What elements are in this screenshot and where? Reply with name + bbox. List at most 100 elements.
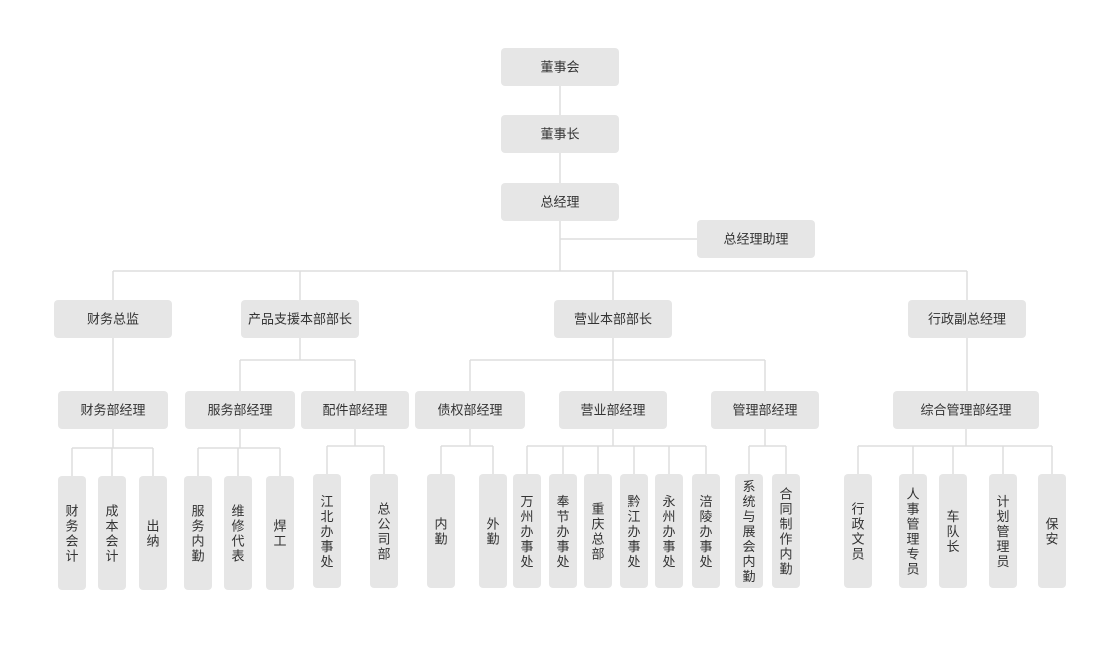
node-parts-manager: 配件部经理 <box>301 391 409 429</box>
node-label: 董事会 <box>540 61 579 76</box>
node-label: 内勤 <box>434 517 447 548</box>
node-box <box>1038 474 1066 588</box>
node-external-staff: 外勤 <box>479 474 507 588</box>
node-label: 综合管理部经理 <box>920 404 1011 419</box>
node-box <box>584 474 612 588</box>
node-finance-director: 财务总监 <box>54 300 172 338</box>
node-product-support-head: 产品支援本部部长 <box>241 300 359 338</box>
node-box <box>54 300 172 338</box>
node-label: 计划管理员 <box>996 495 1009 570</box>
node-label: 债权部经理 <box>437 403 502 419</box>
node-gm: 总经理 <box>501 183 619 221</box>
node-finance-accounting: 财务会计 <box>58 476 86 590</box>
node-box <box>370 474 398 588</box>
node-label: 董事长 <box>540 128 579 143</box>
node-box <box>501 48 619 86</box>
node-box <box>735 474 763 588</box>
node-box <box>427 474 455 588</box>
node-box <box>58 476 86 590</box>
node-label: 焊工 <box>273 519 286 550</box>
node-box <box>844 474 872 588</box>
node-box <box>989 474 1017 588</box>
node-admin-vgm: 行政副总经理 <box>908 300 1026 338</box>
node-label: 配件部经理 <box>322 404 387 419</box>
node-head-company-dept: 总公司部 <box>370 474 398 588</box>
node-box <box>479 474 507 588</box>
node-box <box>772 474 800 588</box>
node-box <box>711 391 819 429</box>
node-finance-manager: 财务部经理 <box>58 391 168 429</box>
node-box <box>58 391 168 429</box>
node-label: 财务总监 <box>87 312 139 328</box>
node-box <box>559 391 667 429</box>
node-admin-clerk: 行政文员 <box>844 474 872 588</box>
node-box <box>899 474 927 588</box>
node-box <box>620 474 648 588</box>
node-sales-manager: 营业部经理 <box>559 391 667 429</box>
node-label: 永州办事处 <box>662 495 675 570</box>
node-label: 万州办事处 <box>520 495 533 570</box>
node-security: 保安 <box>1038 474 1066 588</box>
node-gm-assistant: 总经理助理 <box>697 220 815 258</box>
node-management-manager: 管理部经理 <box>711 391 819 429</box>
node-internal-staff: 内勤 <box>427 474 455 588</box>
node-box <box>939 474 967 588</box>
node-general-admin-manager: 综合管理部经理 <box>893 391 1039 429</box>
node-board: 董事会 <box>501 48 619 86</box>
node-label: 服务部经理 <box>207 403 272 419</box>
node-label: 黔江办事处 <box>627 495 640 570</box>
node-label: 维修代表 <box>231 505 244 565</box>
node-label: 车队长 <box>946 509 959 555</box>
node-label: 外勤 <box>486 518 499 548</box>
node-wanzhou-office: 万州办事处 <box>513 474 541 588</box>
connectors <box>71 86 1053 476</box>
node-chongqing-hq: 重庆总部 <box>584 474 612 588</box>
node-label: 系统与展会内勤 <box>742 480 755 585</box>
node-label: 人事管理专员 <box>906 488 919 578</box>
node-label: 营业部经理 <box>580 404 645 419</box>
node-label: 总经理 <box>540 196 579 211</box>
node-box <box>697 220 815 258</box>
node-jiangbei-office: 江北办事处 <box>313 474 341 588</box>
node-box <box>415 391 525 429</box>
node-box <box>655 474 683 588</box>
node-label: 营业本部部长 <box>574 313 652 328</box>
node-service-manager: 服务部经理 <box>185 391 295 429</box>
node-label: 成本会计 <box>105 505 118 565</box>
node-label: 行政文员 <box>851 503 864 563</box>
node-label: 重庆总部 <box>591 502 604 563</box>
node-contract-office: 合同制作内勤 <box>772 474 800 588</box>
node-box <box>549 474 577 588</box>
node-label: 管理部经理 <box>732 404 797 419</box>
node-label: 产品支援本部部长 <box>248 313 352 328</box>
node-box <box>301 391 409 429</box>
node-sales-head: 营业本部部长 <box>554 300 672 338</box>
node-box <box>224 476 252 590</box>
node-fengjie-office: 奉节办事处 <box>549 474 577 588</box>
node-label: 出纳 <box>146 520 159 550</box>
node-label: 奉节办事处 <box>556 495 569 570</box>
node-box <box>501 115 619 153</box>
node-box <box>501 183 619 221</box>
node-debt-manager: 债权部经理 <box>415 391 525 429</box>
node-box <box>139 476 167 590</box>
node-maintenance-rep: 维修代表 <box>224 476 252 590</box>
node-box <box>241 300 359 338</box>
node-service-office: 服务内勤 <box>184 476 212 590</box>
node-fleet-captain: 车队长 <box>939 474 967 588</box>
node-welder: 焊工 <box>266 476 294 590</box>
node-box <box>908 300 1026 338</box>
node-label: 服务内勤 <box>191 505 204 565</box>
node-box <box>266 476 294 590</box>
node-box <box>184 476 212 590</box>
node-planner: 计划管理员 <box>989 474 1017 588</box>
node-box <box>185 391 295 429</box>
node-box <box>893 391 1039 429</box>
node-cost-accounting: 成本会计 <box>98 476 126 590</box>
node-label: 财务会计 <box>65 505 78 565</box>
node-chairman: 董事长 <box>501 115 619 153</box>
node-fuling-office: 涪陵办事处 <box>692 474 720 588</box>
node-qianjiang-office: 黔江办事处 <box>620 474 648 588</box>
